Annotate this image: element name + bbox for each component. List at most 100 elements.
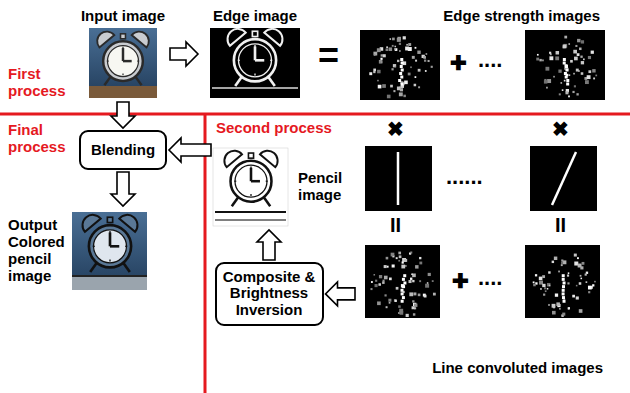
edge-dot — [401, 284, 404, 287]
edge-dot — [382, 84, 386, 88]
edge-dot — [375, 284, 378, 287]
edge-dot — [568, 308, 570, 310]
edge-dot — [398, 305, 400, 307]
edge-dot — [415, 76, 417, 78]
edge-dot — [563, 300, 566, 303]
edge-dot — [543, 294, 545, 296]
edge-dot — [403, 95, 405, 97]
edge-dot — [564, 72, 567, 75]
block-arrow — [170, 42, 198, 66]
process-title: Final process — [8, 122, 72, 155]
edge-dot — [423, 294, 426, 297]
label-anchor: = — [318, 36, 339, 76]
edge-dot — [563, 44, 567, 48]
edge-dot — [572, 91, 574, 93]
edge-dot — [583, 58, 585, 60]
edge-dot — [418, 86, 420, 88]
edge-dot — [401, 289, 404, 292]
process-title: Second process — [216, 120, 332, 137]
edge-photo — [228, 29, 283, 86]
edge-dot — [409, 292, 413, 296]
edge-dot — [547, 79, 551, 83]
edge-dot — [384, 265, 387, 268]
edge-dot — [387, 95, 391, 99]
edge-dot — [405, 259, 407, 261]
edge-dot — [586, 281, 588, 283]
edge-dot — [391, 68, 393, 70]
edge-dot — [588, 56, 591, 59]
edge-dot — [561, 259, 563, 261]
edge-dot — [572, 295, 575, 298]
edge-dot — [371, 281, 373, 283]
line-kernel — [552, 152, 576, 205]
label-anchor: ✖ — [552, 118, 569, 140]
edge-dot — [410, 66, 412, 68]
edge-dot — [393, 90, 395, 92]
edge-dot — [377, 48, 381, 52]
process-divider — [0, 114, 630, 393]
edge-dot — [576, 296, 579, 299]
edge-dot — [381, 54, 383, 56]
edge-strength-photo — [360, 30, 440, 100]
edge-dot — [594, 281, 596, 283]
edge-dot — [410, 278, 412, 280]
edge-dot — [432, 280, 434, 282]
edge-dot — [542, 275, 545, 278]
edge-dot — [374, 54, 376, 56]
edge-dot — [408, 280, 411, 283]
edge-dot — [544, 287, 546, 289]
edge-dot — [415, 265, 418, 268]
edge-dot — [401, 292, 404, 295]
label-anchor: Final process — [8, 122, 72, 155]
edge-dot — [402, 261, 404, 263]
edge-dot — [395, 66, 397, 68]
node-label: Line convoluted images — [432, 360, 615, 381]
edge-dot — [383, 54, 386, 57]
label-anchor: ✖ — [387, 118, 404, 140]
edge-dot — [379, 275, 382, 278]
edge-dot — [402, 278, 405, 281]
edge-dot — [563, 45, 567, 49]
edge-dot — [380, 58, 382, 60]
edge-dot — [580, 266, 583, 269]
node-label: Blending — [91, 142, 155, 159]
edge-dot — [595, 75, 597, 77]
edge-dot — [425, 70, 427, 72]
block-arrow — [326, 282, 356, 306]
edge-dot — [569, 74, 571, 76]
edge-dot — [377, 80, 379, 82]
edge-dot — [566, 69, 569, 72]
edge-dot — [559, 308, 561, 310]
edge-dot — [412, 300, 414, 302]
image-group: Line convoluted images — [357, 243, 615, 381]
edge-dot — [565, 76, 568, 79]
edge-dot — [533, 284, 536, 287]
edge-dot — [580, 278, 582, 280]
edge-dot — [399, 309, 403, 313]
edge-dot — [370, 288, 372, 290]
edge-dot — [535, 274, 537, 276]
edge-dot — [418, 294, 421, 297]
operator-symbol: II — [390, 214, 401, 236]
edge-dot — [564, 36, 567, 39]
edge-dot — [592, 69, 595, 72]
edge-dot — [389, 278, 392, 281]
edge-dot — [378, 283, 381, 286]
edge-dot — [579, 48, 582, 51]
edge-dot — [412, 56, 415, 59]
edge-dot — [542, 59, 544, 61]
edge-dot — [567, 282, 569, 284]
edge-dot — [373, 69, 376, 72]
edge-dot — [562, 313, 565, 316]
edge-dot — [567, 274, 569, 276]
edge-dot — [574, 57, 578, 61]
edge-dot — [555, 293, 558, 296]
edge-dot — [562, 285, 565, 288]
line-kernel — [397, 152, 400, 205]
operator-symbol: II — [555, 214, 566, 236]
edge-dot — [539, 277, 543, 281]
edge-dot — [396, 287, 399, 290]
edge-dot — [542, 284, 545, 287]
edge-dot — [587, 75, 591, 79]
edge-dot — [573, 50, 577, 54]
